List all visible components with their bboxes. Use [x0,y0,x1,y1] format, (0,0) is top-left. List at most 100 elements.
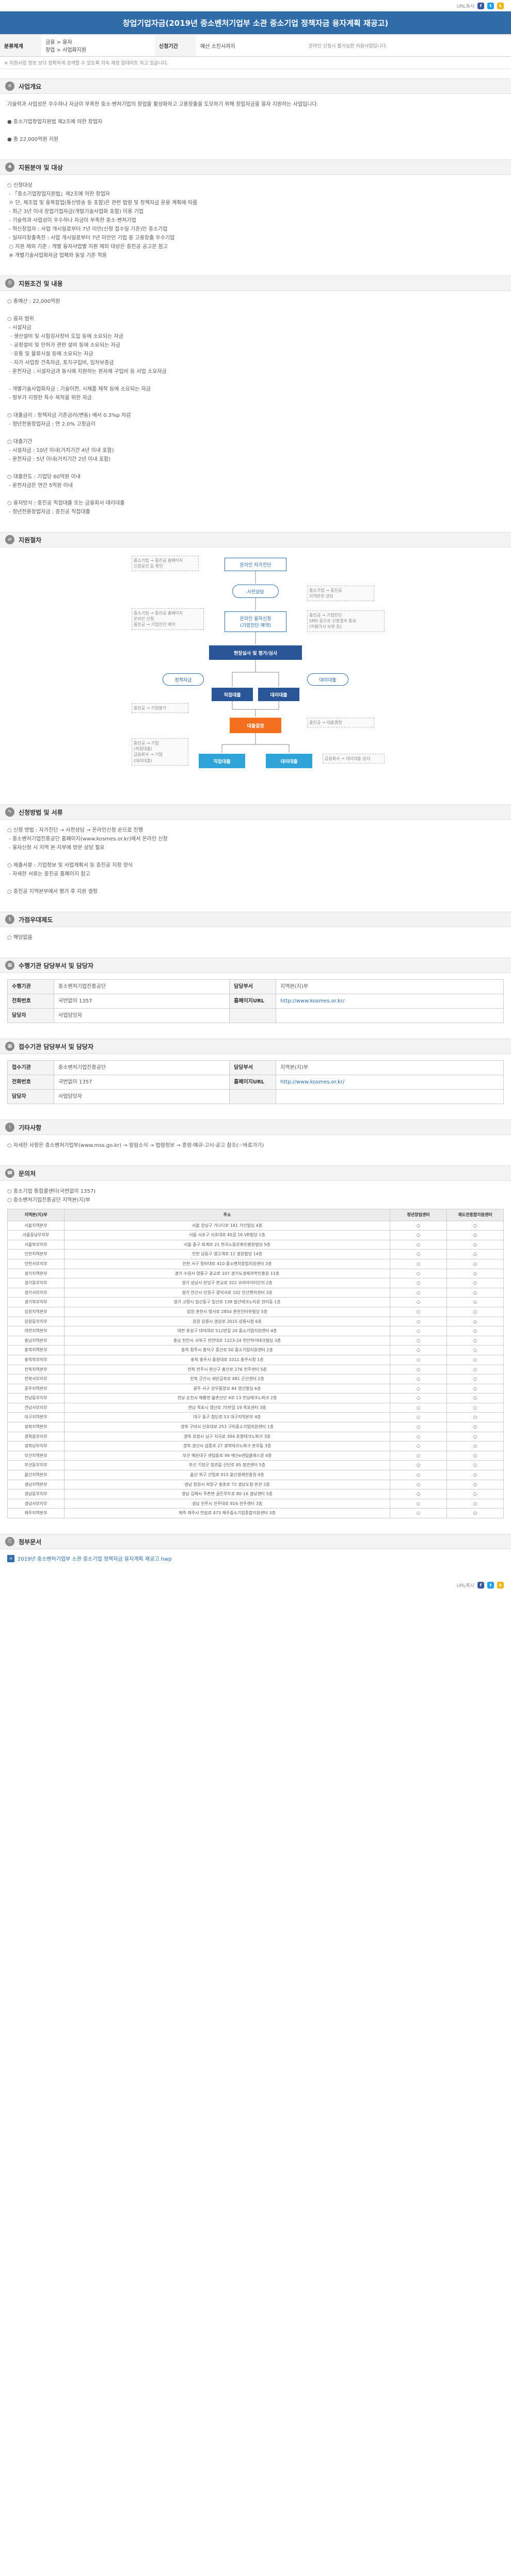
org-value: 국번없이 1357 [53,1075,230,1090]
text-line: ○ 자세한 사항은 중소벤처기업부(www.mss.go.kr) → 알림소식 … [7,1143,264,1148]
twitter-icon[interactable]: t [487,1581,494,1589]
flow-step-apply: 온라인 융자신청 (기업진단 예약) [225,611,286,632]
url-copy-button[interactable]: URL복사 [456,1583,474,1589]
field-value-1: 금융 > 융자 [45,40,72,45]
document-icon: ≡ [5,82,14,91]
table-cell: ○ [390,1412,447,1423]
facebook-icon[interactable]: f [477,1581,484,1589]
table-cell: 서울 강남구 가나다로 181 가산빌딩 4층 [64,1220,390,1231]
table-cell: 충북 충주시 중원대로 3311 충주시청 1층 [64,1354,390,1365]
table-cell: ○ [390,1489,447,1499]
section-org2: ▦ 접수기관 담당부서 및 담당자 접수기관 중소벤처기업진흥공단 담당부서 지… [0,1039,511,1110]
table-cell: ○ [390,1402,447,1413]
table-cell: ○ [390,1239,447,1250]
table-cell: 서울 중구 퇴계로 21 한국노동문화진흥원빌딩 5층 [64,1239,390,1250]
table-cell: 경기지역본부 [7,1268,65,1279]
table-cell: 서울 서초구 서초대로 45길 16 VR빌딩 1층 [64,1230,390,1240]
homepage-link[interactable]: http://www.kosmes.or.kr/ [276,1075,504,1090]
table-cell: 경기 안산시 단원구 광덕서로 102 안산벤처센터 3층 [64,1287,390,1298]
kakao-icon[interactable]: k [497,1581,504,1589]
text-line: ○ 중소벤처기업진흥공단 지역본(지)부 [7,1197,90,1203]
table-cell: 강원동부지부 [7,1316,65,1327]
process-flowchart: 온라인 자가진단 사전상담 온라인 융자신청 (기업진단 예약) 현장실사 및 … [101,553,410,795]
table-cell: ○ [446,1412,504,1423]
text-line: - 혁신창업자 : 사업 개시일로부터 7년 미만(신청 접수일 기준)인 중소… [7,226,168,232]
text-line [7,126,504,135]
attachment-link[interactable]: 2019년 중소벤처기업부 소관 중소기업 정책자금 융자계획 재공고.hwp [18,1557,172,1562]
table-cell: ○ [446,1364,504,1375]
kakao-icon[interactable]: k [497,2,504,9]
table-cell: ○ [446,1374,504,1384]
org-value: 사업담당자 [53,1089,230,1104]
table-cell: 경남 창원시 의창구 충혼로 72 경남도청 본관 2층 [64,1479,390,1490]
text-line: 기술력과 사업성은 우수하나 자금이 부족한 중소·벤처기업의 창업을 활성화하… [7,102,318,107]
org-key: 전화번호 [7,1075,54,1090]
table-cell: 광주지역본부 [7,1383,65,1394]
table-cell: ○ [390,1220,447,1231]
table-cell: 대구지역본부 [7,1412,65,1423]
text-line [7,490,504,499]
table-cell: 전남동부지부 [7,1393,65,1403]
table-cell: 경기서부지부 [7,1287,65,1298]
text-line: ○ 대출금리 : 정책자금 기준금리(변동) 에서 0.3%p 차감 [7,413,131,418]
text-line [7,429,504,438]
region-col-header: 청년창업센터 [390,1209,447,1221]
homepage-link[interactable]: http://www.kosmes.or.kr/ [276,994,504,1009]
table-cell: ○ [390,1441,447,1451]
section-etc: i 기타사항 ○ 자세한 사항은 중소벤처기업부(www.mss.go.kr) … [0,1120,511,1156]
org-value: 지역본(지)부 [276,979,504,994]
org-key [229,1008,277,1023]
text-line: - 융자신청 시 지역 본·지부에 방문 상담 필요 [7,845,105,851]
table-cell: ○ [390,1498,447,1509]
section-title: 신청방법 및 서류 [19,808,63,816]
text-line: ○ 중진공 지역본부에서 평가 후 지원 결정 [7,889,98,895]
table-cell: 경기북부지부 [7,1297,65,1307]
field-label: 분류체계 [0,34,41,57]
flow-step-self-check: 온라인 자가진단 [225,558,286,571]
text-line: ○ 중소기업 통합콜센터(국번없이 1357) [7,1189,96,1194]
table-cell: ○ [390,1316,447,1327]
twitter-icon[interactable]: t [487,2,494,9]
org-key: 담당부서 [229,979,277,994]
text-line: - 자세한 서류는 중진공 홈페이지 참고 [7,871,90,877]
text-line [7,376,504,385]
facebook-icon[interactable]: f [477,2,484,9]
table-cell: 서울북부지부 [7,1239,65,1250]
text-line: - 청년전용창업자금 : 연 2.0% 고정금리 [7,422,96,427]
org-key: 전화번호 [7,994,54,1009]
period-value: 예산 소진시까지 [196,34,305,57]
table-cell: 충남 천안시 서북구 천안대로 1223-24 천안하이테크빌딩 3층 [64,1335,390,1346]
table-cell: ○ [390,1460,447,1471]
table-cell: 충남지역본부 [7,1335,65,1346]
table-cell: 부산지역본부 [7,1450,65,1461]
attachment-item[interactable]: H 2019년 중소벤처기업부 소관 중소기업 정책자금 융자계획 재공고.hw… [0,1549,511,1567]
org-key: 홈페이지URL [229,1075,277,1090]
hwp-file-icon: H [7,1554,14,1562]
section-title: 접수기관 담당부서 및 담당자 [19,1043,94,1050]
table-cell: ○ [446,1297,504,1307]
section-header: ☎ 문의처 [0,1165,511,1181]
table-cell: ○ [446,1431,504,1442]
org-key [229,1089,277,1104]
table-cell: ○ [390,1393,447,1403]
table-cell: ○ [390,1230,447,1240]
text-line: - 최근 3년 이내 창업기업자금(개발기술사업화 포함) 이용 기업 [7,209,144,215]
section-title: 기타사항 [19,1124,42,1131]
text-line: · 유통 및 물류시설 등에 소요되는 자금 [7,351,93,357]
org1-body: 수행기관 중소벤처기업진흥공단 담당부서 지역본(지)부 전화번호 국번없이 1… [0,973,511,1029]
text-line: ○ 대출한도 : 기업당 60억원 이내 [7,474,81,480]
table-cell: 충북지역본부 [7,1345,65,1355]
url-copy-button[interactable]: URL복사 [456,4,474,9]
table-cell: 경북 경산시 삼풍로 27 경북테크노파크 본부동 3층 [64,1441,390,1451]
flow-step-decision: 대출결정 [230,718,281,733]
table-cell: ○ [390,1508,447,1518]
table-cell: ○ [446,1402,504,1413]
info-icon: i [5,1123,14,1132]
